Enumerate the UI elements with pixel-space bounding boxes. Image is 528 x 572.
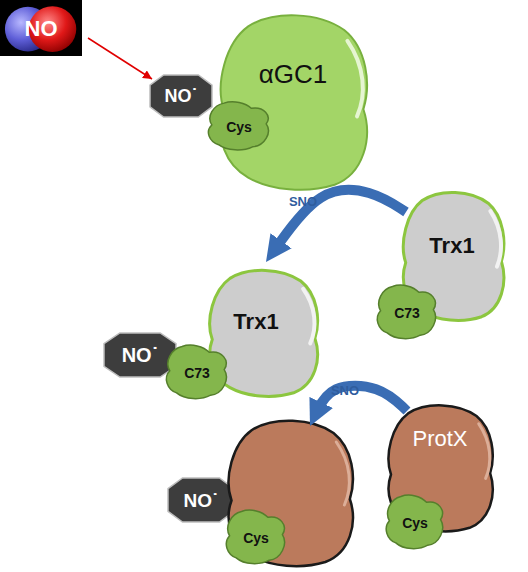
node-label: Cys: [402, 516, 428, 530]
node-shape: [221, 15, 367, 190]
transnitrosylation-arrow: [273, 190, 406, 252]
nitric-oxide-tag: NO˙: [150, 75, 212, 117]
icon-background: [0, 0, 82, 56]
node-shape: [386, 495, 442, 549]
node-shape: [166, 345, 226, 399]
node-label: NO˙: [122, 345, 159, 365]
node-label: Trx1: [233, 311, 278, 333]
node-label: Trx1: [429, 235, 474, 257]
thioredoxin-blob: Trx1C73: [398, 190, 508, 322]
cysteine-residue: Cys: [383, 493, 447, 551]
node-shape: [229, 421, 353, 566]
node-label: Cys: [243, 531, 269, 545]
node-label: Cys: [226, 120, 252, 134]
node-label: ProtX: [412, 428, 467, 450]
node-shape: [336, 442, 349, 505]
octagon-shape: [150, 75, 212, 117]
protein-blob: αGC1Cys: [213, 12, 373, 192]
nitrosylated-protein-blob: Cys: [222, 418, 358, 568]
edge-label: SNO: [331, 383, 359, 398]
molecule-icon: NO: [0, 0, 82, 56]
cysteine-residue: C73: [374, 283, 440, 341]
transnitrosylation-arrow: [315, 386, 407, 415]
node-shape: [208, 102, 268, 150]
octagon-shape: [168, 478, 234, 522]
node-label: C73: [184, 366, 210, 380]
thioredoxin-blob: Trx1C73: [204, 268, 322, 398]
node-label: αGC1: [259, 61, 328, 87]
cysteine-residue: C73: [163, 343, 231, 401]
edge-label: SNO: [289, 194, 317, 209]
nitric-oxide-tag: NO˙: [104, 333, 176, 377]
cysteine-residue: Cys: [205, 100, 273, 152]
node-shape: [490, 211, 501, 266]
node-label: NO: [25, 18, 58, 40]
cysteine-residue: Cys: [223, 508, 289, 566]
binding-arrow: [88, 38, 152, 79]
node-shape: [347, 41, 362, 117]
nitric-oxide-tag: NO˙: [168, 478, 234, 522]
node-shape: [479, 424, 490, 479]
target-protein-blob: ProtX Cys: [383, 403, 497, 533]
node-label: NO˙: [165, 87, 198, 105]
node-label: C73: [394, 306, 420, 320]
node-shape: [303, 289, 314, 344]
node-shape: [226, 510, 284, 564]
node-label: NO˙: [184, 491, 219, 510]
node-shape: [377, 285, 435, 339]
octagon-shape: [104, 333, 176, 377]
